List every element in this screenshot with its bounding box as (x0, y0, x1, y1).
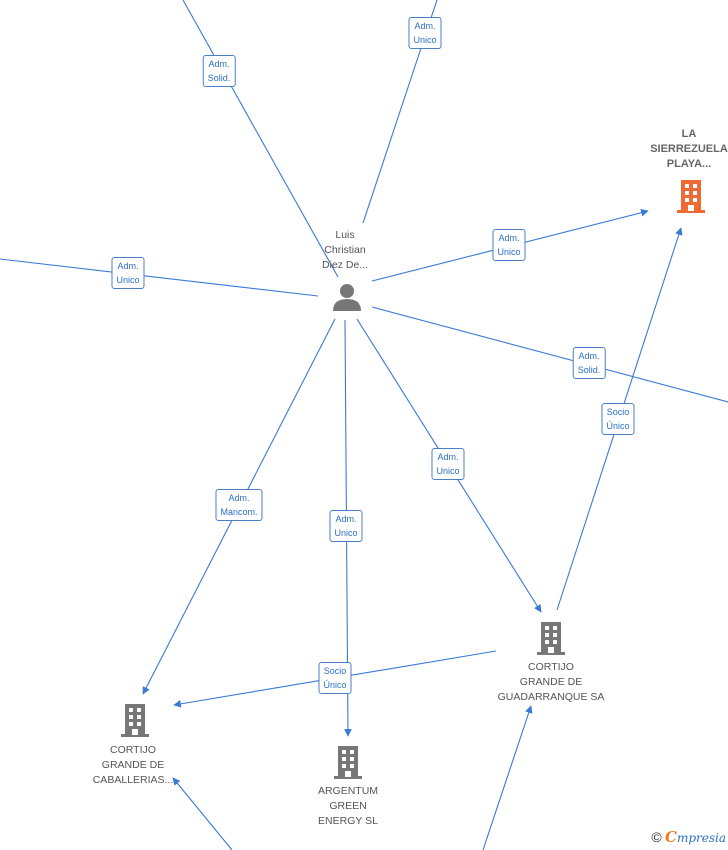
person-name[interactable]: Luis Christian Diez De... (321, 229, 369, 271)
company-cortijo-caballerias-name[interactable]: CORTIJO GRANDE DE CABALLERIAS... (92, 744, 174, 786)
edge-label-to-argentum: Adm.Unico (329, 510, 363, 542)
edge-left (0, 258, 319, 297)
building-icon[interactable] (333, 744, 363, 780)
company-cortijo-guadarranque-name[interactable]: CORTIJO GRANDE DE GUADARRANQUE SA (497, 661, 605, 703)
building-icon[interactable] (120, 702, 150, 738)
edge-bottom-guadarranque (482, 705, 533, 850)
edge-label-left: Adm.Unico (111, 257, 145, 289)
edge-top-left (182, 0, 339, 278)
edge-label-to-caballerias: Adm.Mancom. (215, 489, 263, 521)
edge-label-top-mid: Adm.Unico (408, 17, 442, 49)
edge-right (371, 306, 728, 403)
company-la-sierrezuela-name[interactable]: LA SIERREZUELA PLAYA... (650, 128, 728, 170)
person-icon[interactable] (332, 282, 362, 312)
building-icon[interactable] (536, 620, 566, 656)
edge-bottom-caballerias (172, 777, 233, 850)
edge-label-to-guadarranque: Adm.Unico (431, 448, 465, 480)
edge-label-to-sierrezuela: Adm.Unico (492, 229, 526, 261)
empresia-logo: © Cmpresia (651, 828, 726, 846)
building-icon[interactable] (676, 178, 706, 214)
company-argentum-name[interactable]: ARGENTUM GREEN ENERGY SL (317, 785, 379, 827)
edge-label-right: Adm.Solid. (572, 347, 606, 379)
edge-label-top-left: Adm.Solid. (202, 55, 236, 87)
